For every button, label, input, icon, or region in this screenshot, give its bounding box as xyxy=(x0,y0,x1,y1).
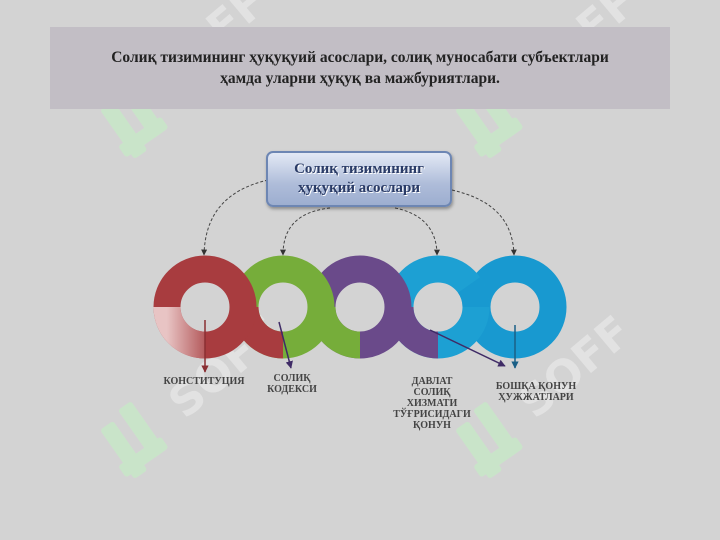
rings xyxy=(153,255,567,359)
connector-arcs xyxy=(201,179,517,256)
pointer-tax-service xyxy=(429,329,506,367)
central-box-line-2: ҳуқуқий асослари xyxy=(297,180,421,196)
label-other-docs: БОШҚА ҚОНУН ҲУЖЖАТЛАРИ xyxy=(486,381,586,403)
connector-arc-tax-service xyxy=(394,207,440,256)
slide-title: Солиқ тизимининг ҳуқуқуий асослари, соли… xyxy=(50,27,670,109)
label-other-docs-line-2: ҲУЖЖАТЛАРИ xyxy=(498,392,574,403)
label-tax-service-line-2: СОЛИҚ xyxy=(413,387,451,398)
watermark-logo-bottom-left xyxy=(101,402,168,478)
ring-overlap-blue xyxy=(457,277,490,308)
pointer-tax-code xyxy=(278,321,293,369)
central-box-line-1: Солиқ тизимининг xyxy=(294,161,424,177)
slide-title-line-1: Солиқ тизимининг ҳуқуқуий асослари, соли… xyxy=(111,49,609,66)
connector-arc-middle xyxy=(280,207,331,256)
label-other-docs-line-1: БОШҚА ҚОНУН xyxy=(495,381,577,392)
pointer-arrows xyxy=(201,320,519,373)
label-tax-code: СОЛИҚ КОДЕКСИ xyxy=(252,373,332,395)
watermark-logo-bottom-right xyxy=(456,402,523,478)
label-tax-code-line-1: СОЛИҚ xyxy=(273,373,311,384)
label-constitution-line-1: КОНСТИТУЦИЯ xyxy=(163,376,245,387)
connector-arc-other-docs xyxy=(451,189,517,256)
label-constitution: КОНСТИТУЦИЯ xyxy=(152,376,256,387)
slide-title-line-2: ҳамда уларни ҳуқуқ ва мажбуриятлари. xyxy=(220,70,500,87)
label-tax-service-line-4: ТЎҒРИСИДАГИ xyxy=(393,409,471,420)
central-box: Солиқ тизимининг ҳуқуқий асослари xyxy=(266,151,452,207)
label-tax-service-line-5: ҚОНУН xyxy=(413,420,451,431)
connector-arc-constitution xyxy=(201,179,269,256)
label-tax-code-line-2: КОДЕКСИ xyxy=(267,384,317,395)
label-tax-service-law: ДАВЛАТ СОЛИҚ ХИЗМАТИ ТЎҒРИСИДАГИ ҚОНУН xyxy=(382,376,482,431)
label-tax-service-line-1: ДАВЛАТ xyxy=(411,376,453,387)
label-tax-service-line-3: ХИЗМАТИ xyxy=(406,398,458,409)
watermark-text-4: SOFF xyxy=(509,306,641,428)
